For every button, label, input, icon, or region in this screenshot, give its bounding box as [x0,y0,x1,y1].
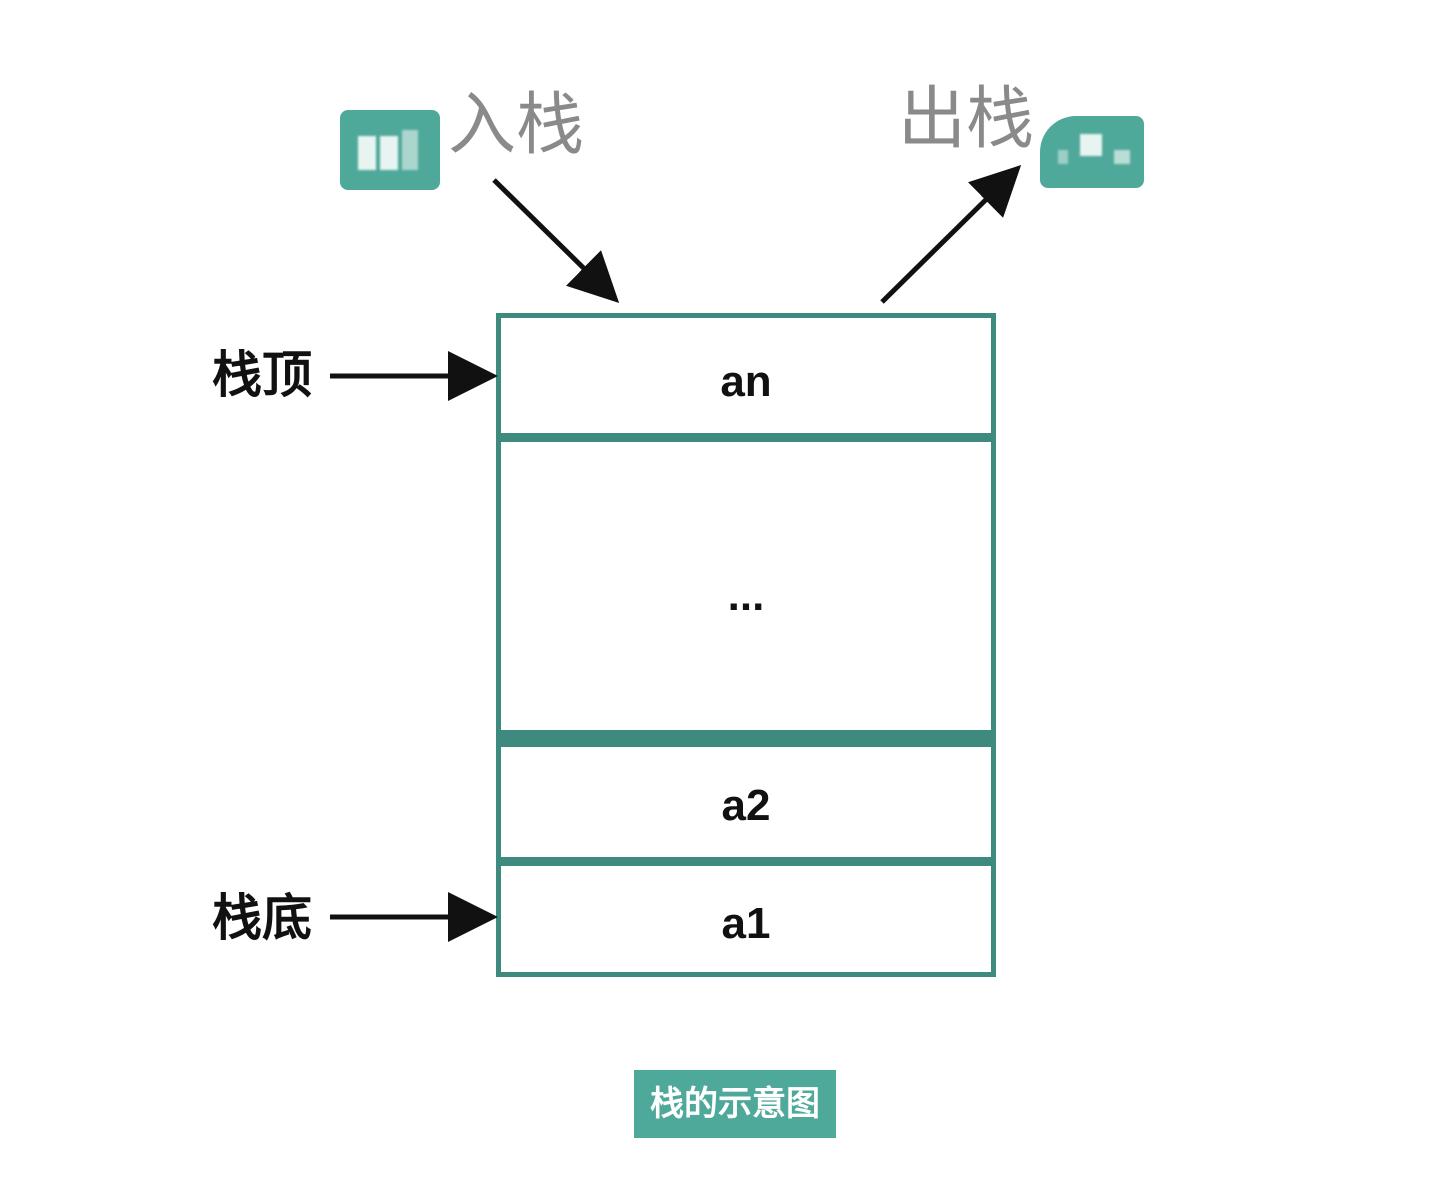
pop-icon-badge [1040,116,1144,188]
cell-a1: a1 [721,899,771,948]
pop-arrow [880,164,1022,304]
pop-label: 出栈 [898,80,1035,159]
push-icon-badge [340,110,440,190]
divider-top [501,433,991,442]
push-label: 入栈 [448,86,585,165]
stack-bottom-label: 栈底 [212,889,312,947]
push-arrow [492,178,620,304]
cell-an: an [720,357,772,406]
cell-ellipsis: ... [727,571,765,620]
stack-box: an ... a2 a1 [496,313,996,977]
divider-middle [501,730,991,747]
divider-bottom [501,857,991,866]
stack-top-label: 栈顶 [212,346,312,404]
diagram-caption: 栈的示意图 [634,1070,836,1138]
cell-a2: a2 [721,781,771,830]
